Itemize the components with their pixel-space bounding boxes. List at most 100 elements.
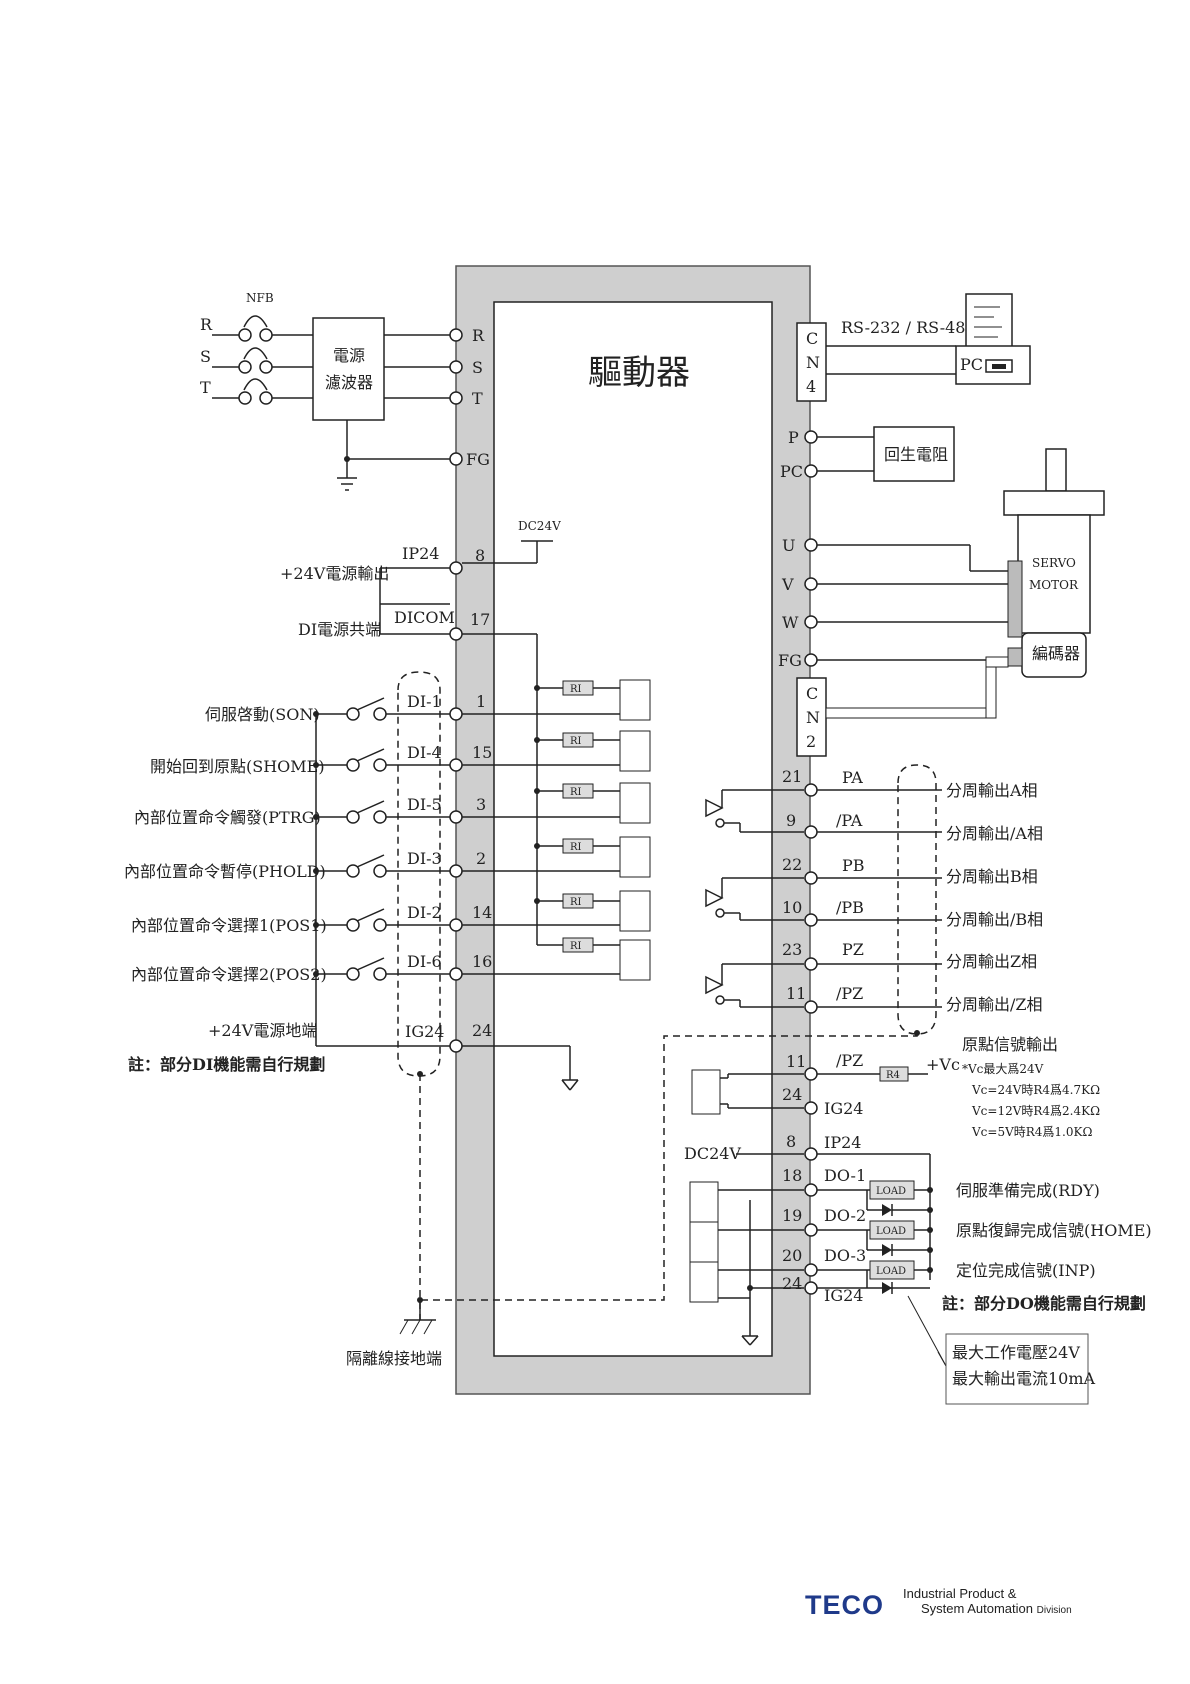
servo-motor-graphic — [1003, 448, 1105, 678]
origin-note: *Vc最大爲24V — [962, 1062, 1044, 1076]
di-name: DI-5 — [407, 795, 442, 814]
nfb-label: NFB — [246, 291, 274, 305]
terminal-pc: PC — [780, 462, 803, 481]
ri-label: RI — [570, 684, 582, 695]
phase-r-label: R — [200, 315, 213, 334]
di-pin: 3 — [476, 795, 486, 814]
do-ig-pin: 24 — [782, 1274, 802, 1293]
motor-label-line1: SERVO — [1032, 556, 1076, 570]
svg-text:C: C — [806, 684, 818, 703]
power-input-lines — [212, 315, 313, 405]
origin-name-pz: /PZ — [836, 1051, 863, 1070]
regen-resistor-box — [873, 426, 955, 482]
do-limits-box — [945, 1333, 1089, 1405]
origin-note: Vc=24V時R4爲4.7KΩ — [971, 1083, 1100, 1097]
pulse-output-row — [804, 871, 942, 885]
origin-note: Vc=5V時R4爲1.0KΩ — [971, 1125, 1092, 1139]
ri-label: RI — [570, 941, 582, 952]
ground-name: IG24 — [405, 1022, 444, 1041]
di-row — [313, 730, 651, 772]
ground-pin: 24 — [472, 1021, 492, 1040]
division-line2: System Automation Division — [921, 1601, 1072, 1616]
origin-title: 原點信號輸出 — [962, 1035, 1058, 1054]
di-row — [313, 782, 651, 824]
terminal-r: R — [472, 326, 485, 345]
teco-brand: TECO — [805, 1590, 885, 1620]
cn4-connector — [796, 322, 827, 402]
di-name: DI-1 — [407, 692, 442, 711]
di-desc: 內部位置命令觸發(PTRG) — [134, 808, 321, 827]
di-shield — [397, 671, 441, 1077]
pulse-desc: 分周輸出/A相 — [946, 824, 1043, 843]
di-name: DI-4 — [407, 743, 442, 762]
teco-logo: TECO Industrial Product & System Automat… — [805, 1586, 1072, 1621]
do-ig24-row — [718, 1281, 818, 1299]
do-limit: 最大工作電壓24V — [952, 1343, 1080, 1362]
do-limit: 最大輸出電流10mA — [952, 1369, 1096, 1388]
di-desc: 開始回到原點(SHOME) — [150, 757, 325, 776]
terminal-t: T — [472, 389, 483, 408]
pulse-output-row — [804, 783, 942, 797]
r4-label: R4 — [886, 1070, 900, 1081]
power-terminals — [449, 328, 463, 466]
pulse-desc: 分周輸出B相 — [946, 867, 1038, 886]
svg-text:4: 4 — [806, 377, 816, 396]
power-filter-box — [312, 317, 385, 421]
ri-label: RI — [570, 787, 582, 798]
load-label: LOAD — [876, 1226, 906, 1237]
di-pin: 15 — [472, 743, 492, 762]
filter-to-drive-wires — [337, 334, 450, 491]
do-desc: 原點復歸完成信號(HOME) — [956, 1221, 1152, 1240]
pulse-pin: 21 — [782, 767, 802, 786]
pulse-name: PB — [842, 856, 865, 875]
phase-s-label: S — [200, 347, 211, 366]
svg-text:N: N — [806, 708, 820, 727]
di-pin: 14 — [472, 903, 492, 922]
pulse-pin: 9 — [786, 811, 796, 830]
power-filter-line2: 濾波器 — [325, 373, 373, 392]
terminal-fg: FG — [466, 450, 490, 469]
di-desc: 內部位置命令選擇2(POS2) — [131, 965, 327, 984]
do-desc: 伺服準備完成(RDY) — [956, 1181, 1100, 1200]
pulse-output-row — [804, 1000, 942, 1014]
dc24v-internal-label: DC24V — [518, 519, 561, 533]
svg-text:N: N — [806, 353, 820, 372]
vc-label: +Vc — [926, 1055, 960, 1074]
di-row — [313, 937, 651, 981]
di-name: DI-6 — [407, 952, 442, 971]
division-line2-small: Division — [1036, 1605, 1072, 1616]
pulse-name: /PA — [836, 811, 863, 830]
do-note: 註：部分DO機能需自行規劃 — [942, 1294, 1146, 1313]
power-filter-line1: 電源 — [333, 346, 365, 365]
do-pin: 18 — [782, 1166, 802, 1185]
do-ip24-name: IP24 — [824, 1133, 861, 1152]
line-driver-pb — [705, 877, 804, 921]
motor-label-line2: MOTOR — [1029, 578, 1079, 592]
pulse-desc: 分周輸出A相 — [946, 781, 1038, 800]
do-name: DO-3 — [824, 1246, 866, 1265]
pulse-pin: 10 — [782, 898, 802, 917]
regen-resistor-label: 回生電阻 — [884, 445, 948, 464]
pulse-desc: 分周輸出/Z相 — [946, 995, 1043, 1014]
di-input-bus — [315, 714, 579, 1091]
do-dc24v: DC24V — [684, 1144, 741, 1163]
ip24-desc: +24V電源輸出 — [280, 564, 389, 583]
pulse-desc: 分周輸出Z相 — [946, 952, 1037, 971]
dicom-desc: DI電源共端 — [298, 620, 381, 639]
do-ig-name: IG24 — [824, 1286, 863, 1305]
dicom-pin: 17 — [470, 610, 490, 629]
svg-text:2: 2 — [806, 732, 816, 751]
pulse-output-row — [804, 913, 942, 927]
load-label: LOAD — [876, 1266, 906, 1277]
di-note: 註：部分DI機能需自行規劃 — [128, 1055, 325, 1074]
origin-pin-pz: 11 — [786, 1052, 806, 1071]
origin-pin-ig: 24 — [782, 1085, 802, 1104]
origin-signal-output — [691, 1066, 928, 1115]
origin-name-ig: IG24 — [824, 1099, 863, 1118]
do-row — [689, 1220, 933, 1263]
shield-ground-label: 隔離線接地端 — [346, 1349, 442, 1368]
di-desc: 內部位置命令選擇1(POS1) — [131, 916, 327, 935]
division-line2-main: System Automation — [921, 1601, 1033, 1616]
terminal-u: U — [782, 536, 795, 555]
